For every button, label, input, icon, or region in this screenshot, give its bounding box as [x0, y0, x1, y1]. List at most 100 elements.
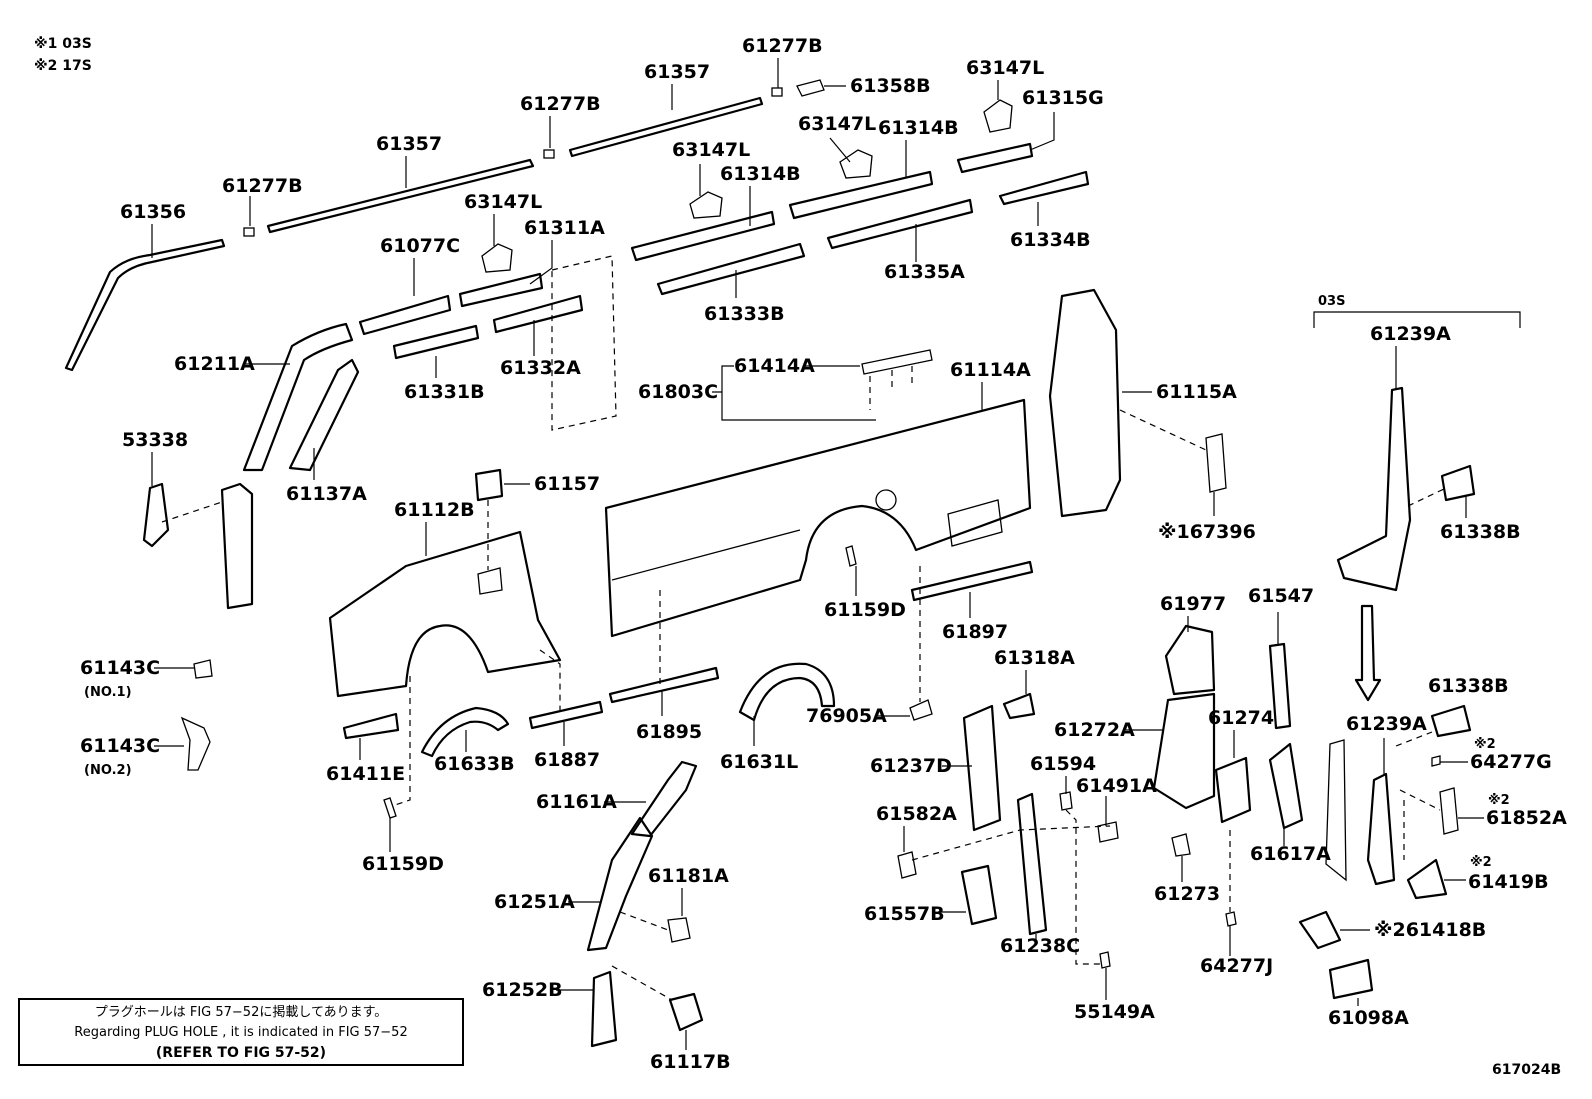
- label-61143C-2: 61143C: [80, 735, 160, 757]
- label-64277J: 64277J: [1200, 955, 1273, 977]
- arrow-61239A: [1354, 604, 1382, 702]
- dash-67396: [1119, 409, 1207, 451]
- label-63147L-mid2: 63147L: [798, 113, 876, 135]
- label-61315G: 61315G: [1022, 87, 1104, 109]
- leader-lines: [151, 58, 1521, 1050]
- label-63147L-mid: 63147L: [672, 139, 750, 161]
- label-61357-top: 61357: [644, 61, 710, 83]
- label-61251A: 61251A: [494, 891, 575, 913]
- part-61357-lower: [266, 158, 535, 234]
- part-64277G: [1431, 755, 1441, 767]
- label-61277B-mid: 61277B: [520, 93, 601, 115]
- part-61358B: [796, 79, 825, 97]
- part-61335A: [826, 198, 974, 250]
- label-61557B: 61557B: [864, 903, 945, 925]
- part-61211A: [242, 322, 354, 472]
- dash-53338: [161, 501, 223, 523]
- part-61277B-c: [243, 227, 255, 237]
- part-61114A: [604, 398, 1032, 638]
- label-61631L: 61631L: [720, 751, 798, 773]
- part-61617A: [1268, 742, 1304, 830]
- part-61161A: [630, 760, 698, 838]
- ref-text-english: Regarding PLUG HOLE , it is indicated in…: [74, 1025, 408, 1040]
- label-61547: 61547: [1248, 585, 1314, 607]
- part-61239A-top: [1336, 386, 1412, 592]
- part-61557B: [960, 864, 998, 926]
- label-61338B-top: 61338B: [1440, 521, 1521, 543]
- label-63147L-left: 63147L: [464, 191, 542, 213]
- label-63147L-top: 63147L: [966, 57, 1044, 79]
- part-61238C: [1016, 792, 1048, 936]
- label-61143C-1: 61143C: [80, 657, 160, 679]
- plug-hole-reference-box: プラグホールは FIG 57−52に掲載してあります。 Regarding PL…: [18, 998, 464, 1066]
- part-61314B-right: [788, 170, 934, 220]
- label-61314B-right: 61314B: [878, 117, 959, 139]
- part-61157: [474, 468, 504, 502]
- figure-id: 617024B: [1492, 1062, 1561, 1078]
- label-61252B: 61252B: [482, 979, 563, 1001]
- part-76905A: [909, 699, 933, 721]
- part-61143C-2: [180, 716, 211, 771]
- label-61159D-mid: 61159D: [824, 599, 906, 621]
- label-61277B-left: 61277B: [222, 175, 303, 197]
- leader-61311A: [529, 240, 553, 285]
- part-61633B: [420, 706, 510, 758]
- label-53338: 53338: [122, 429, 188, 451]
- leader-63147L-mid2: [829, 137, 851, 163]
- part-61419B: [1406, 858, 1448, 900]
- label-61335A: 61335A: [884, 261, 965, 283]
- part-63147L-left: [481, 243, 513, 273]
- part-67396: [1205, 433, 1227, 493]
- part-61159D-mid: [845, 545, 857, 567]
- part-drawings: [64, 79, 1476, 1048]
- part-61338B-top: [1440, 464, 1476, 502]
- dash-61338B-top: [1407, 487, 1447, 507]
- part-61077C: [358, 294, 452, 336]
- label-55149A: 55149A: [1074, 1001, 1155, 1023]
- part-64277J: [1225, 911, 1237, 927]
- label-61582A: 61582A: [876, 803, 957, 825]
- label-61077C: 61077C: [380, 235, 460, 257]
- part-61143C-1: [193, 659, 213, 679]
- part-61338B-bottom: [1430, 704, 1472, 738]
- part-61112B-patch: [477, 567, 503, 595]
- label-61277B-top: 61277B: [742, 35, 823, 57]
- label-61887: 61887: [534, 749, 600, 771]
- part-61315G: [956, 142, 1034, 174]
- dash-61117B: [611, 965, 673, 1001]
- label-61356: 61356: [120, 201, 186, 223]
- part-61334B: [998, 170, 1090, 206]
- label-76905A: 76905A: [806, 705, 887, 727]
- part-61356: [64, 238, 226, 372]
- part-61311A: [458, 272, 544, 308]
- part-61887: [528, 700, 604, 730]
- note-1: ※1 03S: [34, 36, 92, 52]
- part-61114A-line: [611, 529, 801, 581]
- part-61314B-mid: [630, 210, 776, 262]
- part-inner-bracket: [220, 482, 254, 610]
- part-63147L-mid2: [839, 149, 873, 179]
- label-61977: 61977: [1160, 593, 1226, 615]
- label-61273: 61273: [1154, 883, 1220, 905]
- part-61237D: [962, 704, 1002, 832]
- part-61098A: [1328, 958, 1374, 1000]
- label-61239A-bottom: 61239A: [1346, 713, 1427, 735]
- label-61594: 61594: [1030, 753, 1096, 775]
- part-61414A: [861, 349, 933, 375]
- part-61137A: [288, 358, 360, 472]
- dash-55149A: [1065, 809, 1100, 965]
- label-61411E: 61411E: [326, 763, 405, 785]
- label-67396: ※167396: [1158, 521, 1256, 543]
- label-61272A: 61272A: [1054, 719, 1135, 741]
- label-64277G: 64277G: [1470, 751, 1552, 773]
- part-61112B: [328, 530, 562, 698]
- note-2: ※2 17S: [34, 58, 92, 74]
- part-61895: [608, 666, 720, 704]
- part-61582A: [897, 851, 917, 879]
- fuel-door: [875, 489, 897, 511]
- label-61211A: 61211A: [174, 353, 255, 375]
- part-61318A: [1002, 692, 1036, 720]
- part-61977: [1164, 624, 1216, 696]
- part-61277B-b: [543, 149, 555, 159]
